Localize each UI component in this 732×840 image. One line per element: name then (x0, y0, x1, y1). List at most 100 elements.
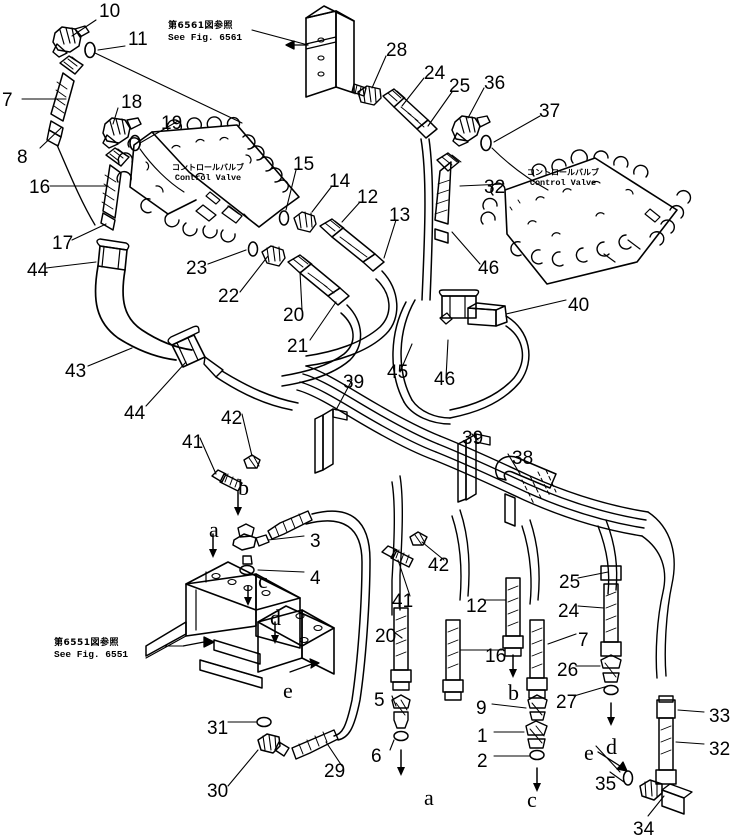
callout-number: 41 (392, 591, 414, 612)
part-22-fitting (261, 245, 286, 267)
callout-number: 42 (428, 555, 450, 576)
part-34-elbow (639, 779, 693, 815)
pump-block-upper (145, 561, 301, 665)
figure-reference-6561-en: See Fig. 6561 (168, 32, 243, 43)
callout-number: 42 (221, 408, 243, 429)
callout-number: 11 (128, 29, 148, 50)
part-10-elbow-fitting (52, 25, 90, 58)
callout-number: 46 (478, 258, 500, 279)
callout-number: 36 (484, 73, 506, 94)
callout-number: 45 (387, 362, 409, 383)
part-41-bolt-lower (381, 545, 414, 568)
callout-number: 12 (357, 187, 379, 208)
part-24-tube-bottom (600, 565, 622, 657)
section-letter: b (508, 680, 519, 705)
control-valve-right-body (480, 149, 692, 285)
callout-number: 8 (17, 147, 28, 168)
part-43-hose (94, 265, 193, 361)
section-letter: c (258, 568, 268, 593)
part-30-elbow (257, 733, 290, 757)
callout-number: 2 (477, 751, 488, 772)
callout-number: 44 (27, 260, 49, 281)
callout-number: 10 (99, 1, 121, 22)
control-valve-right-label: コントロールバルブ Control Valve (527, 168, 599, 188)
callout-number: 32 (709, 739, 731, 760)
part-44-hose-collar-upper (96, 238, 130, 271)
callout-number: 1 (477, 726, 488, 747)
part-9-fitting (527, 694, 548, 721)
callout-number: 31 (207, 718, 229, 739)
part-21-hose (281, 304, 362, 387)
callout-number: 18 (121, 92, 143, 113)
callout-number: 4 (310, 568, 321, 589)
callout-number: 25 (559, 572, 581, 593)
part-29-hose-upper-end (267, 510, 313, 540)
part-29-hose-lower-end (291, 729, 339, 760)
callout-number: 3 (310, 531, 321, 552)
callout-number: 39 (343, 372, 365, 393)
callout-number: 22 (218, 286, 240, 307)
callout-number: 28 (386, 40, 408, 61)
figure-reference-6561-jp: 第6561図参照 (168, 21, 234, 31)
control-valve-right-label-en: Control Valve (529, 178, 597, 188)
part-24-tube (382, 88, 438, 139)
section-letter: d (270, 605, 281, 630)
figure-reference-6551-jp: 第6551図参照 (54, 638, 120, 648)
part-33-fitting (656, 695, 676, 719)
callout-number: 23 (186, 258, 208, 279)
callout-number: 39 (462, 428, 484, 449)
callout-number: 24 (424, 63, 446, 84)
control-valve-left-label: コントロールバルブ Control Valve (172, 163, 244, 183)
block-fig6561 (305, 5, 367, 98)
section-letter: a (209, 517, 219, 542)
pipe-bundle-left (296, 365, 441, 461)
callout-number: 20 (283, 305, 305, 326)
part-3-tee-valve (232, 523, 270, 565)
part-20-tube-bottom (390, 607, 412, 691)
part-18-elbow-fitting (102, 117, 142, 149)
part-16-tube (100, 147, 130, 231)
section-letter: d (606, 734, 617, 759)
part-39-bracket-left (314, 408, 348, 474)
part-12-tube-bottom (502, 577, 524, 657)
callout-number: 44 (124, 403, 146, 424)
control-valve-right-label-jp: コントロールバルブ (527, 168, 599, 177)
callout-number: 7 (2, 90, 13, 111)
control-valve-left-body (116, 116, 300, 243)
callout-number: 9 (476, 698, 487, 719)
part-31-oring (256, 716, 272, 728)
callout-number: 43 (65, 361, 87, 382)
hose-7-to-lower (56, 144, 96, 226)
part-42-washer-upper (243, 454, 261, 469)
part-16-tube-bottom (442, 619, 464, 701)
part-32-tube-bottom-right (655, 717, 677, 785)
control-valve-left-label-en: Control Valve (174, 173, 242, 183)
lower-pipe-runs (433, 435, 649, 537)
part-38-clamp (495, 455, 557, 527)
callout-number: 37 (539, 101, 561, 122)
part-40-clamp (467, 302, 508, 327)
part-37-oring (480, 134, 492, 152)
part-20-tube (287, 254, 350, 306)
callout-number: 6 (371, 746, 382, 767)
callout-number: 26 (557, 660, 579, 681)
callout-number: 16 (485, 646, 507, 667)
callout-number: 29 (324, 761, 346, 782)
callout-number: 34 (633, 819, 655, 840)
part-1-fitting (525, 720, 548, 749)
callout-number: 46 (434, 369, 456, 390)
part-44-hose-collar-lower (167, 325, 224, 378)
callout-number: 21 (287, 336, 309, 357)
part-15-oring (278, 210, 290, 226)
part-23-oring (247, 241, 259, 257)
part-46-collar-mid (438, 289, 480, 325)
part-35-oring (622, 770, 634, 786)
callout-number: 27 (556, 692, 578, 713)
callout-number: 19 (161, 113, 183, 134)
control-valve-left-label-jp: コントロールバルブ (172, 163, 244, 172)
callout-number: 14 (329, 171, 351, 192)
part-5-fitting (391, 694, 411, 729)
callout-number: 17 (52, 233, 74, 254)
part-7-tube-bottom (526, 619, 548, 699)
